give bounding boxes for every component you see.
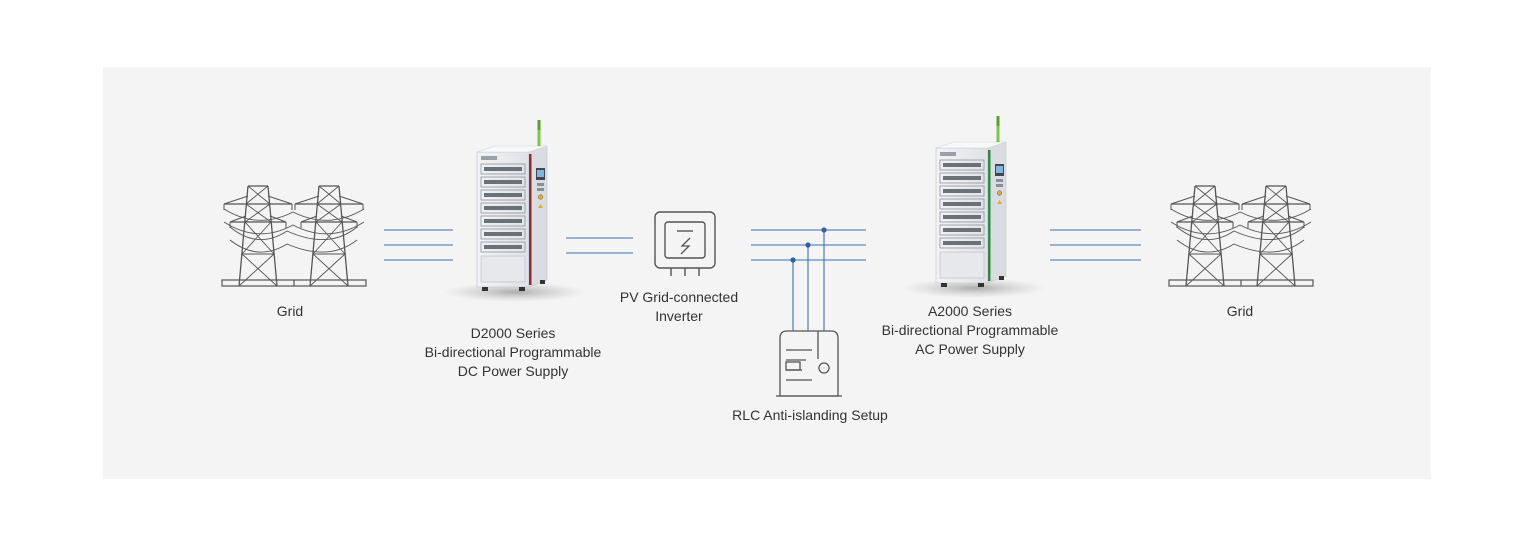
junction-dots xyxy=(790,227,827,263)
dc-supply-name: DC Power Supply xyxy=(457,363,569,379)
inverter-label-line2: Inverter xyxy=(655,308,703,324)
ac-supply-type: Bi-directional Programmable xyxy=(881,322,1059,338)
inverter-label-line1: PV Grid-connected xyxy=(619,289,739,305)
inverter-label: PV Grid-connected Inverter xyxy=(620,288,738,326)
grid-left-label: Grid xyxy=(276,303,304,319)
ac-supply-series: A2000 Series xyxy=(927,303,1013,319)
power-cabinet-icon xyxy=(900,114,1048,300)
dc-power-supply xyxy=(441,118,589,304)
transmission-tower-icon xyxy=(221,185,367,287)
ac-supply-name: AC Power Supply xyxy=(915,341,1025,357)
power-cabinet-icon xyxy=(441,118,589,304)
grid-right xyxy=(1168,185,1314,287)
connection-lines xyxy=(384,229,1141,331)
dc-supply-label: D2000 Series Bi-directional Programmable… xyxy=(425,324,602,381)
dc-supply-series: D2000 Series xyxy=(470,325,556,341)
inverter-icon xyxy=(654,211,716,276)
ac-supply-label: A2000 Series Bi-directional Programmable… xyxy=(882,302,1059,359)
dc-supply-type: Bi-directional Programmable xyxy=(424,344,602,360)
ac-power-supply xyxy=(900,114,1048,300)
rlc-load-icon xyxy=(776,330,842,397)
rlc-setup-label: RLC Anti-islanding Setup xyxy=(732,407,888,423)
grid-right-label: Grid xyxy=(1226,303,1254,319)
transmission-tower-icon xyxy=(1168,185,1314,287)
grid-left xyxy=(221,185,367,287)
